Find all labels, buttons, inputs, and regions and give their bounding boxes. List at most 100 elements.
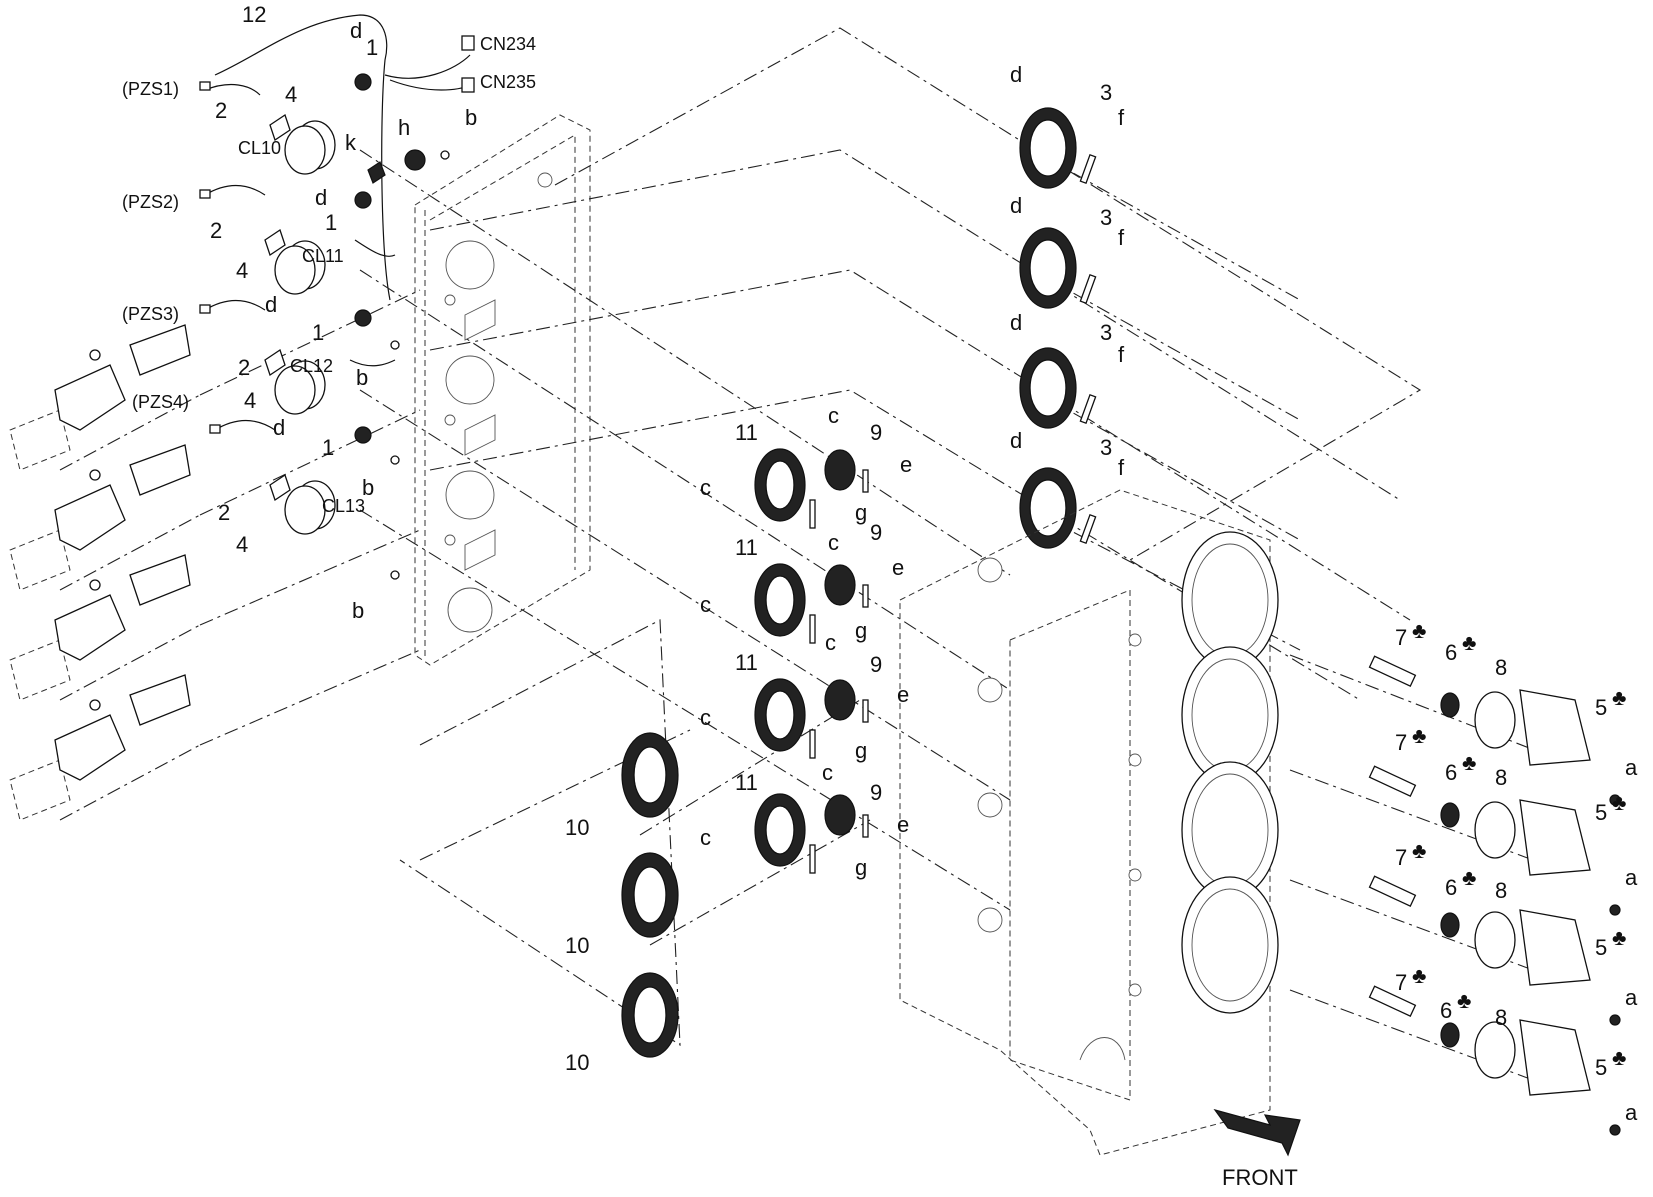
frame-plate — [414, 114, 591, 666]
label-c2-m3: c — [700, 705, 711, 730]
label-b-2: b — [356, 365, 368, 390]
clutch-parts — [264, 73, 450, 580]
label-5-2: 5 — [1595, 800, 1607, 825]
label-8-3: 8 — [1495, 878, 1507, 903]
label-6-3: 6 — [1445, 875, 1457, 900]
main-housing — [899, 489, 1279, 1156]
labels: 12 d 1 CN234 CN235 (PZS1) 4 2 CL10 k h b… — [122, 2, 1638, 1190]
label-club-7-1: ♣ — [1412, 618, 1426, 643]
label-6-4: 6 — [1440, 998, 1452, 1023]
label-a-2: a — [1625, 865, 1638, 890]
label-e-m1: e — [900, 452, 912, 477]
label-d-r1: d — [1010, 62, 1022, 87]
label-c2-m1: c — [700, 475, 711, 500]
label-d-2: d — [315, 185, 327, 210]
wire-harness — [199, 14, 475, 434]
label-f-r1: f — [1118, 105, 1125, 130]
label-11-m4: 11 — [735, 770, 758, 795]
label-3-r3: 3 — [1100, 320, 1112, 345]
label-1: 1 — [366, 35, 378, 60]
label-g-m4: g — [855, 855, 867, 880]
label-club-7-3: ♣ — [1412, 838, 1426, 863]
label-4-2: 4 — [236, 258, 248, 283]
label-f-r3: f — [1118, 342, 1125, 367]
label-club-5-2: ♣ — [1612, 790, 1626, 815]
toner-caps — [1368, 655, 1621, 1136]
middle-gears — [754, 448, 869, 874]
sensor-bracket — [9, 444, 191, 591]
label-club-6-1: ♣ — [1462, 630, 1476, 655]
label-2-3: 2 — [238, 355, 250, 380]
large-gears — [1019, 107, 1097, 549]
sensor-bracket — [9, 324, 191, 471]
label-10-3: 10 — [565, 1050, 589, 1075]
label-6-2: 6 — [1445, 760, 1457, 785]
label-a-1: a — [1625, 755, 1638, 780]
label-e-m4: e — [897, 812, 909, 837]
label-4-3: 4 — [244, 388, 256, 413]
label-1-4: 1 — [322, 435, 334, 460]
label-9-m3: 9 — [870, 652, 882, 677]
label-club-7-4: ♣ — [1412, 963, 1426, 988]
sensor-brackets — [9, 324, 191, 821]
label-f-r2: f — [1118, 225, 1125, 250]
label-c-m3: c — [825, 630, 836, 655]
label-d-r2: d — [1010, 193, 1022, 218]
label-9-m2: 9 — [870, 520, 882, 545]
label-cl10: CL10 — [238, 138, 281, 158]
label-1-3: 1 — [312, 320, 324, 345]
label-3-r2: 3 — [1100, 205, 1112, 230]
label-5-4: 5 — [1595, 1055, 1607, 1080]
label-8-1: 8 — [1495, 655, 1507, 680]
label-11-m2: 11 — [735, 535, 758, 560]
label-c2-m2: c — [700, 592, 711, 617]
label-2-4: 2 — [218, 500, 230, 525]
label-cn235: CN235 — [480, 72, 536, 92]
label-pzs4: (PZS4) — [132, 392, 189, 412]
assembly-lines — [59, 27, 1561, 1091]
label-4-4: 4 — [236, 532, 248, 557]
label-9-m1: 9 — [870, 420, 882, 445]
sensor-bracket — [9, 554, 191, 701]
label-11-m1: 11 — [735, 420, 758, 445]
label-h: h — [398, 115, 410, 140]
label-3-r1: 3 — [1100, 80, 1112, 105]
label-8-2: 8 — [1495, 765, 1507, 790]
label-c2-m4: c — [700, 825, 711, 850]
label-c-m2: c — [828, 530, 839, 555]
label-7-3: 7 — [1395, 845, 1407, 870]
label-f-r4: f — [1118, 455, 1125, 480]
label-a-4: a — [1625, 1100, 1638, 1125]
label-club-6-2: ♣ — [1462, 750, 1476, 775]
label-d-r4: d — [1010, 428, 1022, 453]
label-b-3: b — [362, 475, 374, 500]
label-10-2: 10 — [565, 933, 589, 958]
label-club-5-3: ♣ — [1612, 925, 1626, 950]
label-cn234: CN234 — [480, 34, 536, 54]
label-club-6-4: ♣ — [1457, 988, 1471, 1013]
label-11-m3: 11 — [735, 650, 758, 675]
label-d-4: d — [273, 415, 285, 440]
front-arrow-icon — [1213, 1108, 1301, 1157]
label-d-r3: d — [1010, 310, 1022, 335]
label-e-m3: e — [897, 682, 909, 707]
label-g-m3: g — [855, 738, 867, 763]
label-c-m4: c — [822, 760, 833, 785]
label-7-1: 7 — [1395, 625, 1407, 650]
label-4: 4 — [285, 82, 297, 107]
label-club-5-4: ♣ — [1612, 1045, 1626, 1070]
label-b-4: b — [352, 598, 364, 623]
label-9-m4: 9 — [870, 780, 882, 805]
label-e-m2: e — [892, 555, 904, 580]
label-cl13: CL13 — [322, 496, 365, 516]
label-pzs3: (PZS3) — [122, 304, 179, 324]
label-cl12: CL12 — [290, 356, 333, 376]
label-a-3: a — [1625, 985, 1638, 1010]
label-7-2: 7 — [1395, 730, 1407, 755]
label-6-1: 6 — [1445, 640, 1457, 665]
label-g-m1: g — [855, 500, 867, 525]
label-g-m2: g — [855, 618, 867, 643]
label-d: d — [350, 18, 362, 43]
label-k: k — [345, 130, 357, 155]
